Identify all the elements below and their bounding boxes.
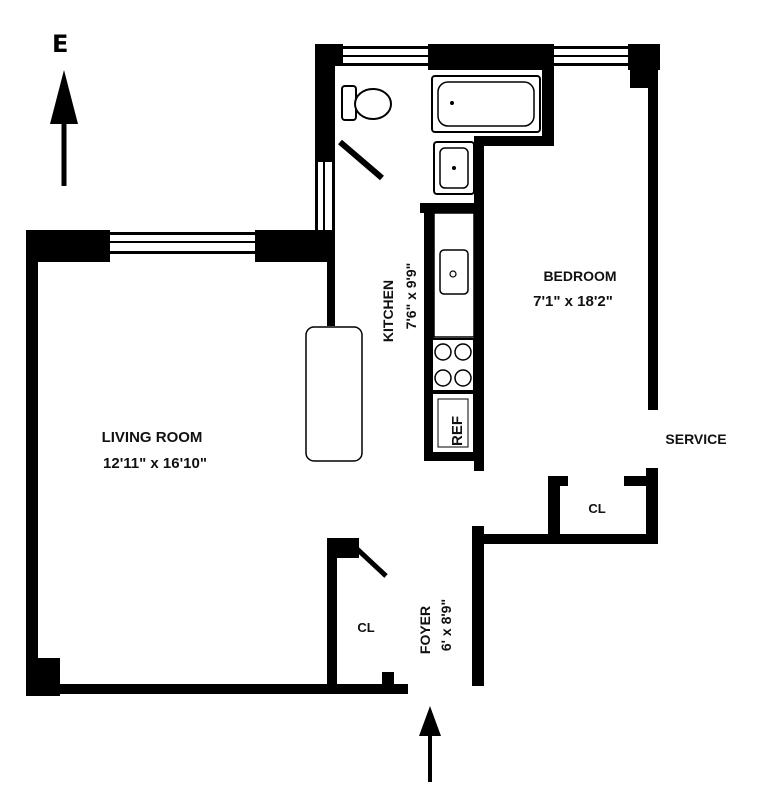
entrance-arrow [419,706,441,782]
doors [338,139,388,578]
bathroom-sink [433,141,475,195]
living-room-name: LIVING ROOM [102,429,203,446]
sofa [305,326,363,462]
foyer-closet-door [354,546,388,578]
bathtub [431,75,541,133]
entrance-arrow-head [419,706,441,736]
foyer-closet-label: CL [357,620,374,635]
service-label: SERVICE [665,431,726,447]
compass-arrow-head [50,70,78,124]
foyer-dimensions: 6' x 8'9" [438,599,454,651]
kitchen-dimensions: 7'6" x 9'9" [403,263,419,330]
bathroom-door [338,139,384,181]
stove [431,338,475,392]
compass-letter: E [52,30,68,58]
kitchen-sink [439,249,469,295]
living-room-dimensions: 12'11" x 16'10" [103,455,207,472]
refrigerator-label: REF [449,416,466,446]
bedroom-name: BEDROOM [543,268,616,284]
bedroom-closet-label: CL [588,501,605,516]
walls [26,44,660,696]
foyer-name: FOYER [417,606,433,654]
refrigerator: REF [431,392,475,454]
bedroom-dimensions: 7'1" x 18'2" [533,293,613,310]
toilet [341,85,392,121]
kitchen-name: KITCHEN [380,280,396,342]
north-arrow: E [50,30,78,186]
